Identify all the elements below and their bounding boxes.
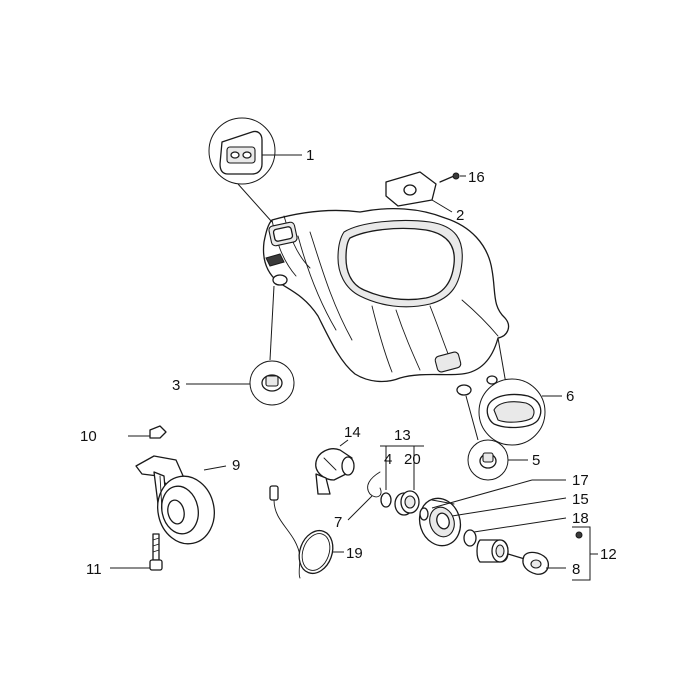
part-10-nut (128, 425, 167, 439)
part-6-cover-detail (478, 337, 562, 446)
part-9-horn (135, 455, 227, 545)
part-3-connector-detail (186, 285, 295, 406)
callout-2: 2 (456, 207, 464, 224)
callout-11: 11 (86, 561, 102, 578)
callout-5: 5 (532, 452, 540, 469)
callout-1: 1 (306, 147, 314, 164)
handlebar-cover (262, 189, 510, 396)
part-15-lock-housing (418, 497, 462, 547)
part-16-screw (439, 172, 466, 183)
part-20-bushing (394, 490, 420, 516)
part-8-key (507, 551, 550, 575)
callout-labels: 1 16 2 3 6 10 14 13 9 4 20 5 17 15 7 18 … (80, 147, 617, 578)
callout-6: 6 (566, 388, 574, 405)
part-7-spring-clip (347, 471, 382, 521)
callout-3: 3 (172, 377, 180, 394)
part-17-washer (419, 507, 429, 521)
callout-8: 8 (572, 561, 580, 578)
part-14-bulb-holder (315, 439, 355, 495)
callout-4: 4 (384, 451, 392, 468)
part-19-cable (269, 485, 344, 579)
part-12-lock-cylinder (476, 539, 509, 563)
callout-16: 16 (468, 169, 485, 186)
callout-20: 20 (404, 451, 421, 468)
callout-9: 9 (232, 457, 240, 474)
callout-17: 17 (572, 472, 589, 489)
callout-14: 14 (344, 424, 361, 441)
callout-7: 7 (334, 514, 342, 531)
callout-13: 13 (394, 427, 411, 444)
part-18-o-ring (463, 529, 477, 547)
callout-19: 19 (346, 545, 363, 562)
part-11-bolt (110, 533, 163, 571)
callout-12: 12 (600, 546, 617, 563)
right-leaders (431, 479, 598, 581)
part-4-o-ring (380, 492, 392, 508)
part-2-bracket (385, 171, 453, 213)
callout-10: 10 (80, 428, 97, 445)
callout-15: 15 (572, 491, 589, 508)
part-5-connector-detail (465, 395, 528, 481)
part-1-switch-detail (208, 117, 302, 223)
callout-18: 18 (572, 510, 589, 527)
bracket-13 (380, 445, 424, 490)
